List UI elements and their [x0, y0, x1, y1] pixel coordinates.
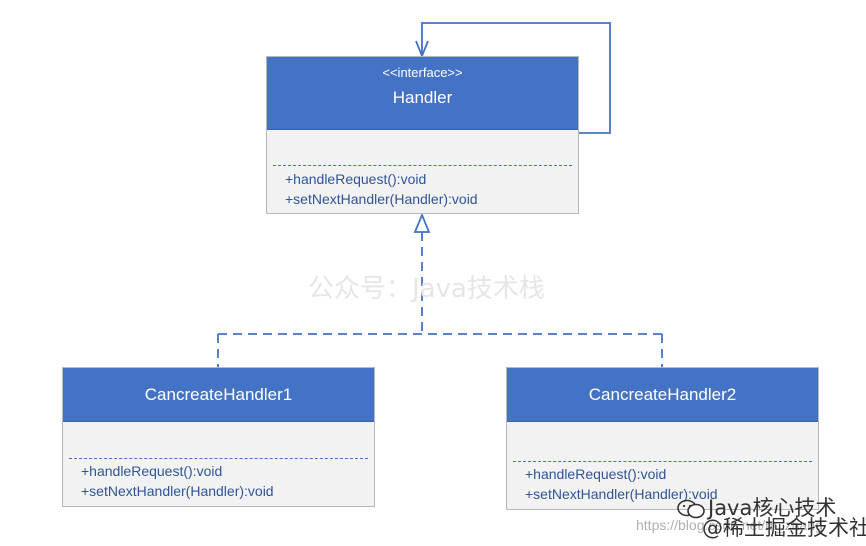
concrete2-methods: +handleRequest():void +setNextHandler(Ha…	[525, 464, 718, 504]
concrete1-separator	[69, 458, 368, 459]
watermark: 公众号：Java技术栈	[308, 274, 545, 304]
wechat-icon	[677, 499, 705, 519]
concrete1-header: CancreateHandler1	[63, 368, 374, 422]
realization-arrowhead	[413, 212, 431, 233]
handler-header: <<interface>> Handler	[267, 57, 578, 130]
concrete2-method: +handleRequest():void	[525, 466, 667, 482]
concrete2-method: +setNextHandler(Handler):void	[525, 486, 718, 502]
concrete-handler1-box[interactable]: CancreateHandler1 +handleRequest():void …	[62, 367, 375, 507]
handler-name: Handler	[392, 88, 453, 107]
concrete1-method: +handleRequest():void	[81, 463, 223, 479]
concrete2-header: CancreateHandler2	[507, 368, 818, 422]
footer-url: https://blog.csdn.net/m_zhang	[636, 517, 823, 533]
handler-separator	[273, 165, 572, 166]
handler-method: +handleRequest():void	[285, 171, 427, 187]
concrete2-separator	[513, 461, 812, 462]
concrete-handler2-box[interactable]: CancreateHandler2 +handleRequest():void …	[506, 367, 819, 510]
concrete1-method: +setNextHandler(Handler):void	[81, 483, 274, 499]
concrete2-name: CancreateHandler2	[588, 385, 737, 404]
handler-stereotype: <<interface>>	[382, 65, 463, 80]
footer-community: @稀土掘金技术社区	[702, 516, 866, 540]
concrete1-name: CancreateHandler1	[144, 385, 293, 404]
handler-class-box[interactable]: <<interface>> Handler +handleRequest():v…	[266, 56, 579, 214]
footer-brand: Java核心技术	[708, 496, 837, 520]
handler-methods: +handleRequest():void +setNextHandler(Ha…	[285, 169, 478, 209]
concrete1-methods: +handleRequest():void +setNextHandler(Ha…	[81, 461, 274, 501]
self-reference-line	[421, 22, 611, 134]
handler-method: +setNextHandler(Handler):void	[285, 191, 478, 207]
